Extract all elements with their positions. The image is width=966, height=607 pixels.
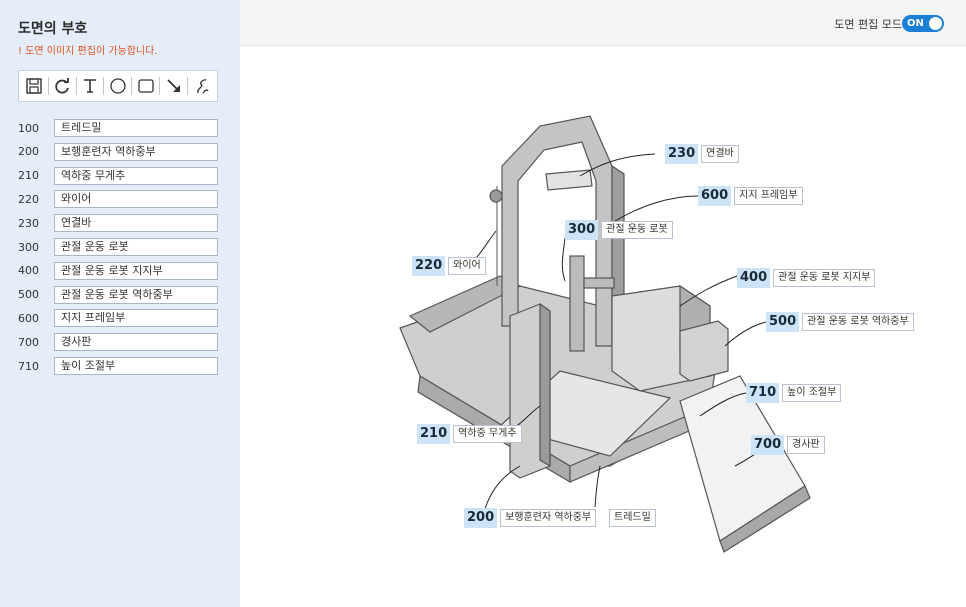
callout-label: 관절 운동 로봇 역하중부	[802, 313, 914, 331]
toolbar-divider	[75, 77, 77, 95]
callout-number: 500	[766, 312, 800, 332]
toggle-knob	[929, 17, 942, 30]
callout-number: 220	[412, 256, 446, 276]
legend-label-input[interactable]: 관절 운동 로봇	[54, 238, 218, 256]
legend-number: 400	[18, 264, 39, 278]
legend-label-input[interactable]: 역하중 무게추	[54, 166, 218, 185]
callout-number: 600	[698, 186, 732, 206]
legend-number: 710	[18, 359, 39, 373]
circle-icon[interactable]	[109, 77, 127, 95]
diagram-callout[interactable]: 트레드밀	[609, 508, 656, 528]
legend-label-input[interactable]: 지지 프레임부	[54, 309, 218, 328]
legend-row: 300 관절 운동 로봇	[18, 238, 218, 256]
callout-number: 710	[746, 383, 780, 403]
legend-number: 700	[18, 335, 39, 349]
edit-mode-label: 도면 편집 모드	[834, 18, 902, 31]
callout-number: 200	[464, 508, 498, 528]
callout-label: 와이어	[448, 257, 486, 275]
legend-label-input[interactable]: 경사판	[54, 333, 218, 352]
callout-number: 700	[751, 435, 785, 455]
toolbar-divider	[103, 77, 105, 95]
legend-label-input[interactable]: 관절 운동 로봇 지지부	[54, 261, 218, 280]
legend-row: 200 보행훈련자 역하중부	[18, 142, 218, 161]
legend-label-input[interactable]: 와이어	[54, 190, 218, 209]
sidebar-title: 도면의 부호	[18, 21, 88, 37]
text-icon[interactable]	[81, 77, 99, 95]
legend-number: 220	[18, 192, 39, 206]
legend-label-input[interactable]: 연결바	[54, 214, 218, 233]
legend-label-input[interactable]: 관절 운동 로봇 역하중부	[54, 285, 218, 304]
legend-row: 700 경사판	[18, 333, 218, 352]
pen-icon[interactable]	[193, 77, 211, 95]
callout-label: 보행훈련자 역하중부	[500, 509, 597, 527]
save-icon[interactable]	[25, 77, 43, 95]
callout-label: 관절 운동 로봇	[601, 221, 673, 239]
legend-number: 100	[18, 121, 39, 135]
callout-label: 트레드밀	[609, 509, 656, 527]
edit-warning: ! 도면 이미지 편집이 가능합니다.	[18, 46, 158, 57]
drawing-toolbar	[18, 70, 218, 102]
legend-row: 400 관절 운동 로봇 지지부	[18, 261, 218, 280]
legend-label-input[interactable]: 보행훈련자 역하중부	[54, 142, 218, 161]
callout-label: 관절 운동 로봇 지지부	[773, 269, 876, 287]
legend-number: 230	[18, 216, 39, 230]
callout-number: 300	[565, 220, 599, 240]
arrow-icon[interactable]	[165, 77, 183, 95]
legend-row: 710 높이 조절부	[18, 357, 218, 375]
rectangle-icon[interactable]	[137, 77, 155, 95]
legend-label-input[interactable]: 높이 조절부	[54, 357, 218, 375]
callout-label: 연결바	[701, 145, 739, 163]
toolbar-divider	[187, 77, 189, 95]
legend-row: 100 트레드밀	[18, 119, 218, 137]
callout-number: 400	[737, 268, 771, 288]
toggle-label: ON	[907, 18, 924, 29]
legend-row: 600 지지 프레임부	[18, 309, 218, 328]
edit-mode-toggle[interactable]: ON	[902, 15, 944, 32]
legend-number: 600	[18, 311, 39, 325]
legend-row: 230 연결바	[18, 214, 218, 233]
toolbar-divider	[131, 77, 133, 95]
redo-icon[interactable]	[53, 77, 71, 95]
callout-number: 210	[417, 424, 451, 444]
callout-label: 경사판	[787, 436, 825, 454]
callout-label: 높이 조절부	[782, 384, 842, 402]
sidebar: 도면의 부호 ! 도면 이미지 편집이 가능합니다.	[0, 0, 240, 607]
callout-label: 지지 프레임부	[734, 187, 803, 205]
legend-row: 500 관절 운동 로봇 역하중부	[18, 285, 218, 304]
legend-number: 200	[18, 145, 39, 159]
legend-row: 220 와이어	[18, 190, 218, 209]
toolbar-divider	[47, 77, 49, 95]
callout-number: 230	[665, 144, 699, 164]
legend-row: 210 역하중 무게추	[18, 166, 218, 185]
toolbar-divider	[159, 77, 161, 95]
legend-number: 300	[18, 240, 39, 254]
legend-number: 210	[18, 169, 39, 183]
legend-label-input[interactable]: 트레드밀	[54, 119, 218, 137]
callout-label: 역하중 무게추	[453, 425, 522, 443]
top-bar: 도면 편집 모드 ON	[240, 0, 966, 46]
treadmill-machine-drawing	[399, 115, 811, 553]
legend-number: 500	[18, 288, 39, 302]
